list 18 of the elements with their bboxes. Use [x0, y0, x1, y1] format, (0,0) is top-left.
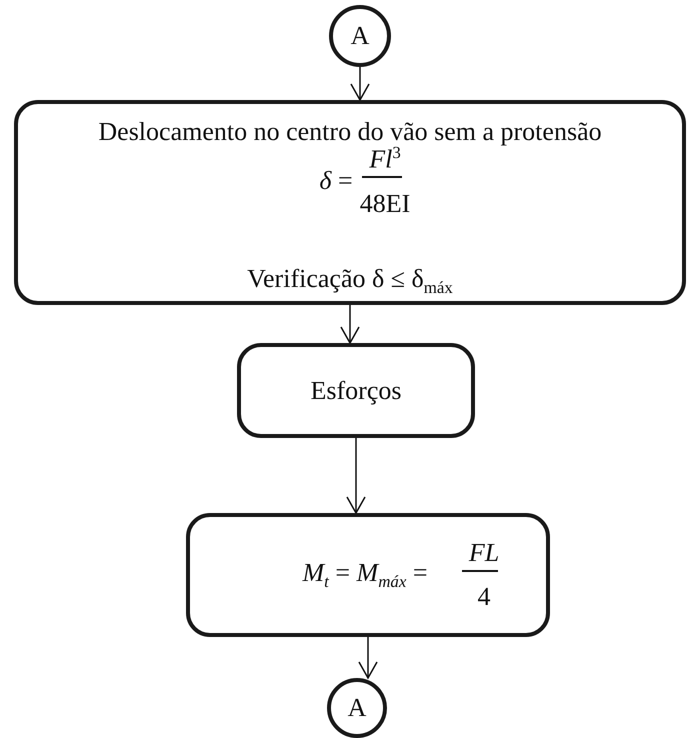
- formula-text: FL: [468, 538, 500, 568]
- formula-text: M$_{t}$ = M$_{máx}$ =: [302, 558, 428, 592]
- node-label: Verificação δ ≤ δ$_{máx}$: [247, 264, 453, 298]
- process-box: [237, 343, 475, 438]
- node-label: Deslocamento no centro do vão sem a protensão: [98, 118, 602, 146]
- formula-text: Fl$^{3}$: [369, 144, 401, 174]
- node-label: A: [350, 22, 370, 50]
- formula-text: 48EI: [360, 190, 410, 218]
- formula-text: δ =: [319, 166, 353, 196]
- node-label: A: [348, 694, 366, 722]
- arrow: [358, 637, 378, 679]
- arrow: [350, 67, 370, 101]
- arrow: [340, 305, 360, 344]
- process-box: [186, 513, 550, 637]
- formula-text: 4: [478, 582, 490, 612]
- node-label: Esforços: [310, 376, 402, 406]
- arrow: [346, 438, 366, 514]
- process-box: [14, 100, 686, 305]
